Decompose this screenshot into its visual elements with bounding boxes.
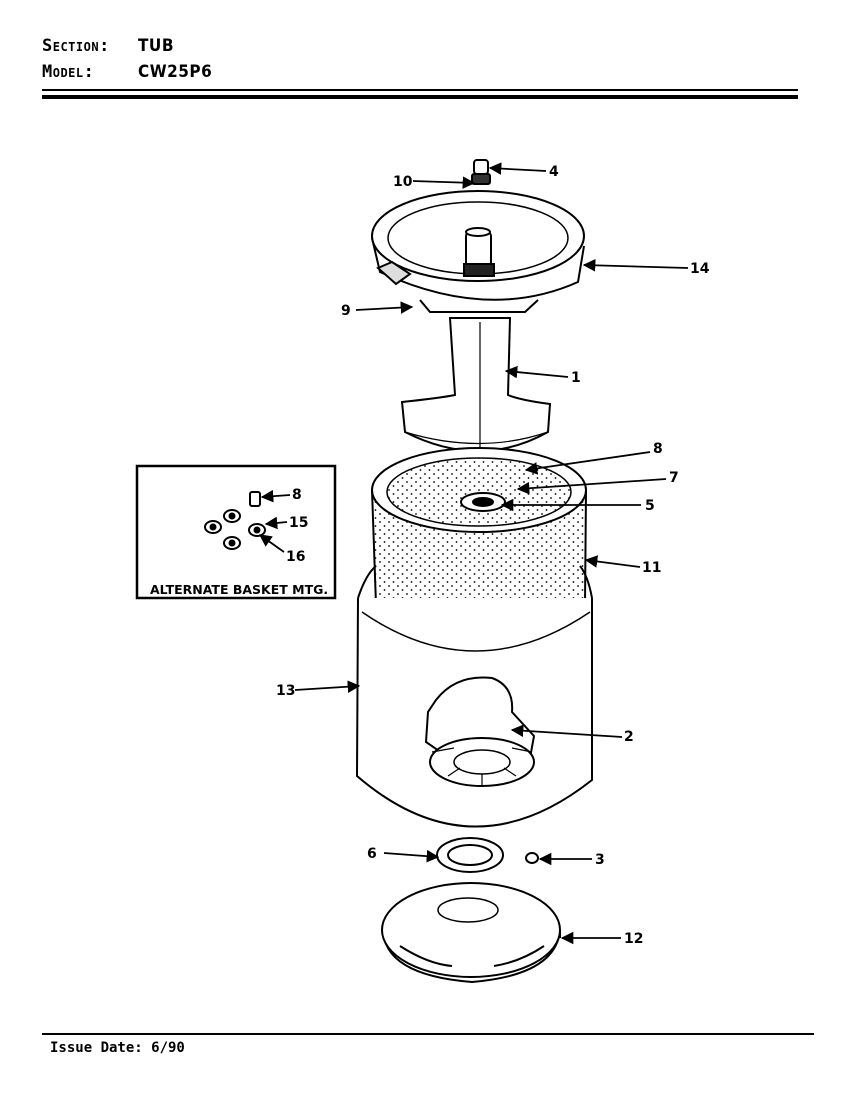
- callout-9: 9: [341, 303, 351, 319]
- callout-10: 10: [393, 174, 413, 190]
- part-12-base: [381, 882, 561, 984]
- callout-11: 11: [642, 560, 661, 576]
- callout-8: 8: [653, 441, 663, 457]
- section-value: TUB: [138, 36, 175, 56]
- callout-4: 4: [549, 164, 559, 180]
- part-4-nut: [471, 159, 491, 185]
- callout-5: 5: [645, 498, 655, 514]
- callout-2: 2: [624, 729, 634, 745]
- callout-6: 6: [367, 846, 377, 862]
- part-6-gasket: [436, 837, 504, 873]
- part-shaft: [463, 227, 495, 277]
- inset-callout-8: 8: [292, 487, 302, 503]
- part-13-tub: [355, 565, 593, 828]
- callouts: 4 10 14 9 1 8 7 5 11 13 2 3 6 12 8 15 16: [276, 164, 710, 947]
- callout-13: 13: [276, 683, 295, 699]
- section-line: Section: TUB: [42, 36, 174, 56]
- leader-lines: [258, 162, 689, 945]
- inset-callout-16: 16: [286, 549, 305, 565]
- section-label: Section:: [42, 36, 110, 56]
- inset-alternate-mounting: [135, 464, 337, 600]
- model-value: CW25P6: [138, 62, 213, 82]
- part-3-screw: [525, 852, 539, 864]
- callout-3: 3: [595, 852, 605, 868]
- part-11-basket: [370, 447, 588, 634]
- callout-12: 12: [624, 931, 643, 947]
- part-14-hub-assembly: [371, 190, 585, 313]
- issue-date: Issue Date: 6/90: [50, 1040, 185, 1056]
- model-line: Model: CW25P6: [42, 62, 212, 82]
- header-rules: [42, 89, 798, 99]
- inset-callout-15: 15: [289, 515, 308, 531]
- callout-1: 1: [571, 370, 581, 386]
- part-1-agitator: [400, 317, 552, 452]
- callout-7: 7: [669, 470, 679, 486]
- inset-caption: ALTERNATE BASKET MTG.: [150, 582, 328, 597]
- callout-14: 14: [690, 261, 710, 277]
- model-label: Model:: [42, 62, 95, 82]
